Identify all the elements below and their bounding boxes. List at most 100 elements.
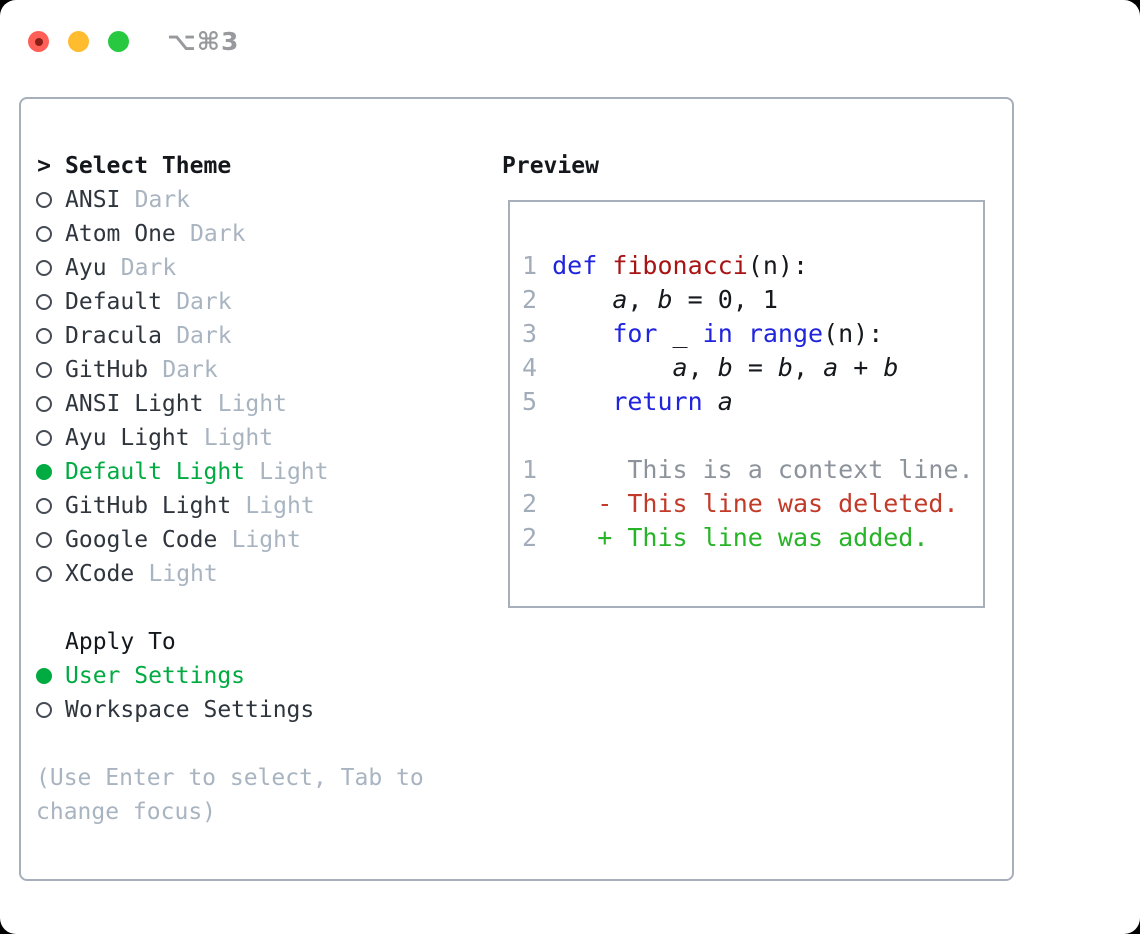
radio-selected-icon [36,464,52,480]
code-line-2: 2 a, b = 0, 1 [522,283,974,317]
line-number: 2 [522,489,538,518]
code-segment: fibonacci [612,251,748,280]
select-theme-header: > Select Theme [36,149,424,183]
radio-icon [36,260,52,276]
focus-arrow-icon: > [37,153,51,179]
code-segment: a [612,285,628,314]
code-line-3: 3 for _ in range(n): [522,317,974,351]
code-segment [552,285,612,314]
diff-line-context: 1 This is a context line. [522,453,974,487]
theme-variant: Light [259,459,329,485]
code-line-1: 1 def fibonacci(n): [522,249,974,283]
theme-name: Default [65,289,162,315]
theme-name: Ayu [65,255,107,281]
code-segment: b [717,353,733,382]
theme-name: Default Light [65,459,246,485]
theme-name: GitHub Light [65,493,232,519]
theme-variant: Dark [162,357,218,383]
radio-icon [36,532,52,548]
line-number: 5 [522,387,553,416]
code-line-5: 5 return a [522,385,974,419]
code-segment: , [687,353,718,382]
maximize-button[interactable] [108,31,129,52]
theme-option-github-light[interactable]: GitHub Light Light [36,489,424,523]
theme-variant: Light [217,391,287,417]
apply-option-label: Workspace Settings [65,697,315,723]
line-number: 1 [522,251,553,280]
code-segment: a [717,387,733,416]
theme-variant: Light [245,493,315,519]
theme-option-default-light[interactable]: Default Light Light [36,455,424,489]
code-line-4: 4 a, b = b, a + b [522,351,974,385]
line-number: 3 [522,319,553,348]
help-line-2: change focus) [36,799,217,825]
code-segment: a [823,353,839,382]
code-segment [733,319,748,348]
theme-variant: Dark [134,187,191,213]
theme-option-google-code[interactable]: Google Code Light [36,523,424,557]
spacer [36,727,424,761]
theme-name: Google Code [65,527,218,553]
theme-option-dracula[interactable]: Dracula Dark [36,319,424,353]
code-segment: for [612,319,658,348]
radio-icon [36,362,52,378]
radio-icon [36,430,52,446]
theme-name: Dracula [65,323,162,349]
radio-icon [36,396,52,412]
line-number: 1 [522,455,538,484]
code-segment: _ [657,319,703,348]
diff-text: - This line was deleted. [597,489,959,518]
close-button[interactable] [28,31,49,52]
diff-text: This is a context line. [627,455,974,484]
theme-variant: Light [231,527,301,553]
minimize-button[interactable] [68,31,89,52]
diff-line-deleted: 2 - This line was deleted. [522,487,974,521]
theme-variant: Dark [120,255,177,281]
theme-option-ayu[interactable]: Ayu Dark [36,251,424,285]
radio-selected-icon [36,668,52,684]
code-segment: (n): [823,319,884,348]
code-segment: = [732,353,778,382]
help-text: (Use Enter to select, Tab to change focu… [36,761,424,829]
theme-variant: Dark [176,323,232,349]
apply-option-user-settings[interactable]: User Settings [36,659,424,693]
code-segment [552,319,612,348]
theme-variant: Dark [176,289,232,315]
preview-header: Preview [502,153,599,179]
theme-option-xcode[interactable]: XCode Light [36,557,424,591]
apply-to-title: Apply To [65,629,176,655]
code-segment: range [747,319,824,348]
radio-icon [36,702,52,718]
theme-option-default[interactable]: Default Dark [36,285,424,319]
close-dot-icon [34,37,43,46]
help-line-1: (Use Enter to select, Tab to [36,765,424,791]
code-segment: b [883,353,899,382]
code-segment: , [792,353,824,382]
theme-option-ansi-light[interactable]: ANSI Light Light [36,387,424,421]
theme-name: ANSI Light [65,391,204,417]
theme-variant: Light [148,561,218,587]
apply-option-label: User Settings [65,663,246,689]
line-number: 2 [522,523,538,552]
apply-option-workspace-settings[interactable]: Workspace Settings [36,693,424,727]
theme-option-github[interactable]: GitHub Dark [36,353,424,387]
spacer [36,591,424,625]
code-segment [597,251,612,280]
code-segment: = 0, 1 [672,285,778,314]
code-segment: in [702,319,733,348]
code-segment [552,387,612,416]
code-segment: a [672,353,688,382]
code-segment: b [657,285,673,314]
theme-name: GitHub [65,357,149,383]
line-number: 4 [522,353,553,382]
theme-variant: Light [203,425,274,451]
radio-icon [36,192,52,208]
theme-name: XCode [65,561,135,587]
